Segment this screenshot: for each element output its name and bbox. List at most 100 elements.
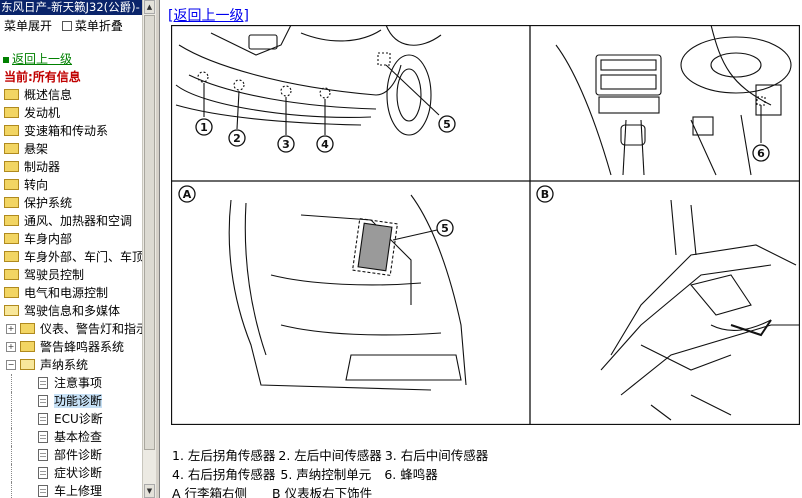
tree-item[interactable]: 驾驶信息和多媒体 — [0, 302, 142, 320]
tree-leaf[interactable]: ECU诊断 — [0, 410, 142, 428]
legend-line-3: A 行李箱右侧 B 仪表板右下饰件 — [172, 484, 491, 498]
tree-leaf-label: 症状诊断 — [54, 466, 103, 480]
tree-connector — [11, 428, 12, 446]
back-icon — [3, 56, 9, 63]
collapse-minus-icon[interactable]: − — [6, 359, 16, 370]
folder-icon — [4, 287, 19, 298]
menu-toolbar: 菜单展开 菜单折叠 — [0, 15, 142, 37]
scroll-down-arrow-icon[interactable]: ▼ — [144, 484, 155, 498]
legend-item-3: 3. 右后中间传感器 — [384, 448, 489, 463]
scroll-up-arrow-icon[interactable]: ▲ — [144, 0, 155, 14]
folder-icon — [20, 341, 35, 352]
tree-subitem[interactable]: −声纳系统 — [0, 356, 142, 374]
tree-connector — [11, 446, 12, 464]
folder-open-icon — [4, 305, 19, 316]
folder-icon — [20, 323, 35, 334]
tree-item[interactable]: 变速箱和传动系 — [0, 122, 142, 140]
tree-leaf-label: 基本检查 — [54, 430, 103, 444]
legend-item-1: 1. 左后拐角传感器 — [172, 448, 276, 463]
tree-leaf-selected[interactable]: 功能诊断 — [0, 392, 142, 410]
back-to-parent-link[interactable]: [返回上一级] — [168, 8, 249, 24]
callout-numbers: 1 2 3 4 5 6 5 — [200, 118, 765, 235]
folder-icon — [4, 107, 19, 118]
tree-leaf-label: 部件诊断 — [54, 448, 103, 462]
callout-5-detail: 5 — [441, 222, 449, 235]
tree-item-label: 电气和电源控制 — [24, 286, 109, 300]
tree-item-label: 通风、加热器和空调 — [24, 214, 133, 228]
callout-5: 5 — [443, 118, 451, 131]
tree-item-label: 车身内部 — [24, 232, 73, 246]
pane-splitter[interactable] — [156, 0, 160, 498]
tree-subitem[interactable]: + 仪表、警告灯和指示灯 — [0, 320, 142, 338]
legend-item-2: 2. 左后中间传感器 — [278, 448, 382, 463]
tree-scrollbar[interactable]: ▲ ▼ — [142, 0, 156, 498]
legend-item-A: A 行李箱右侧 — [172, 486, 248, 498]
tree-current-node: 当前:所有信息 — [4, 70, 81, 84]
tree-leaf[interactable]: 注意事项 — [0, 374, 142, 392]
tree-item[interactable]: 车身外部、车门、车顶 — [0, 248, 142, 266]
folder-icon — [4, 269, 19, 280]
tree-item[interactable]: 悬架 — [0, 140, 142, 158]
folder-icon — [4, 125, 19, 136]
location-diagram: 1 2 3 4 5 6 5 A B — [170, 24, 801, 426]
tree-item[interactable]: 保护系统 — [0, 194, 142, 212]
tree-item[interactable]: 概述信息 — [0, 86, 142, 104]
callout-markers — [195, 115, 770, 237]
tree-item-label: 制动器 — [24, 160, 61, 174]
document-icon — [38, 394, 48, 407]
instrument-panel-view — [555, 24, 792, 176]
expand-plus-icon[interactable]: + — [6, 341, 16, 352]
scrollbar-thumb[interactable] — [144, 15, 155, 450]
expand-plus-icon[interactable]: + — [6, 323, 16, 334]
content-pane: [返回上一级] — [160, 0, 802, 498]
tree-leaf[interactable]: 基本检查 — [0, 428, 142, 446]
sensor-location-figure: 1 2 3 4 5 6 5 A B — [170, 24, 801, 426]
tree-back-label: 返回上一级 — [12, 52, 73, 66]
tree-leaf-label: ECU诊断 — [54, 412, 103, 426]
menu-tree: 返回上一级 当前:所有信息 概述信息 发动机 变速箱和传动系 悬架 制动器 转向… — [0, 50, 142, 498]
tree-item[interactable]: 转向 — [0, 176, 142, 194]
tree-item-label: 驾驶信息和多媒体 — [24, 304, 121, 318]
tree-leaf-label: 车上修理 — [54, 484, 103, 498]
tree-subitem[interactable]: +警告蜂鸣器系统 — [0, 338, 142, 356]
tree-leaf[interactable]: 部件诊断 — [0, 446, 142, 464]
folder-icon — [4, 215, 19, 226]
tree-item-label: 仪表、警告灯和指示灯 — [40, 322, 142, 336]
trunk-view — [228, 194, 467, 391]
legend-item-B: B 仪表板右下饰件 — [272, 486, 373, 498]
lower-dash-view — [600, 199, 800, 421]
tree-item[interactable]: 制动器 — [0, 158, 142, 176]
tree-back-link[interactable]: 返回上一级 — [0, 50, 142, 68]
tree-leaf[interactable]: 症状诊断 — [0, 464, 142, 482]
tree-item[interactable]: 驾驶员控制 — [0, 266, 142, 284]
tree-item[interactable]: 车身内部 — [0, 230, 142, 248]
tree-leaf[interactable]: 车上修理 — [0, 482, 142, 498]
legend-item-6: 6. 蜂鸣器 — [384, 467, 438, 482]
tree-connector — [11, 392, 12, 410]
panel-A-label: A — [178, 185, 196, 203]
document-icon — [38, 448, 48, 461]
legend-item-4: 4. 右后拐角传感器 — [172, 467, 276, 482]
rear-bumper-view — [175, 24, 442, 136]
tree-connector — [11, 464, 12, 482]
tree-connector — [11, 410, 12, 428]
tree-item[interactable]: 通风、加热器和空调 — [0, 212, 142, 230]
document-icon — [38, 412, 48, 425]
tree-item-label: 悬架 — [24, 142, 49, 156]
collapse-menu-button[interactable]: 菜单折叠 — [61, 15, 123, 37]
legend-line-2: 4. 右后拐角传感器 5. 声纳控制单元 6. 蜂鸣器 — [172, 465, 491, 484]
tree-connector — [11, 482, 12, 498]
document-icon — [38, 376, 48, 389]
document-icon — [38, 466, 48, 479]
expand-menu-button[interactable]: 菜单展开 — [4, 15, 52, 37]
tree-item-label: 车身外部、车门、车顶 — [24, 250, 142, 264]
tree-item[interactable]: 发动机 — [0, 104, 142, 122]
folder-icon — [4, 161, 19, 172]
folder-open-icon — [20, 359, 35, 370]
legend-item-5: 5. 声纳控制单元 — [280, 467, 372, 482]
tree-item[interactable]: 电气和电源控制 — [0, 284, 142, 302]
tree-item-label: 发动机 — [24, 106, 61, 120]
panel-B-label: B — [536, 185, 554, 203]
